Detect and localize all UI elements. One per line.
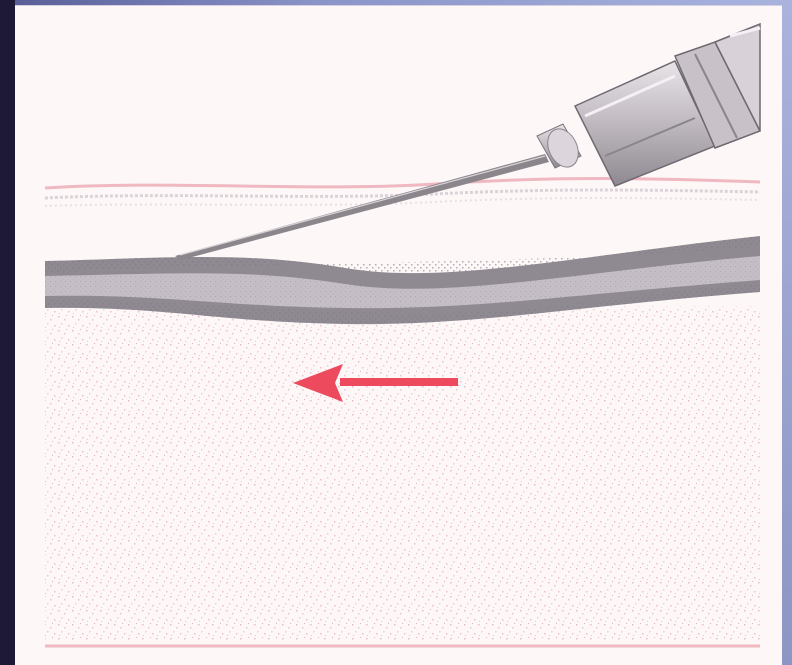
right-border	[782, 0, 792, 665]
skin-layer	[45, 179, 760, 207]
illustration-panel	[15, 5, 782, 665]
left-border	[0, 0, 15, 665]
syringe-icon	[537, 24, 760, 186]
venipuncture-diagram	[15, 6, 782, 665]
needle	[175, 154, 549, 260]
tissue-area	[45, 306, 760, 641]
